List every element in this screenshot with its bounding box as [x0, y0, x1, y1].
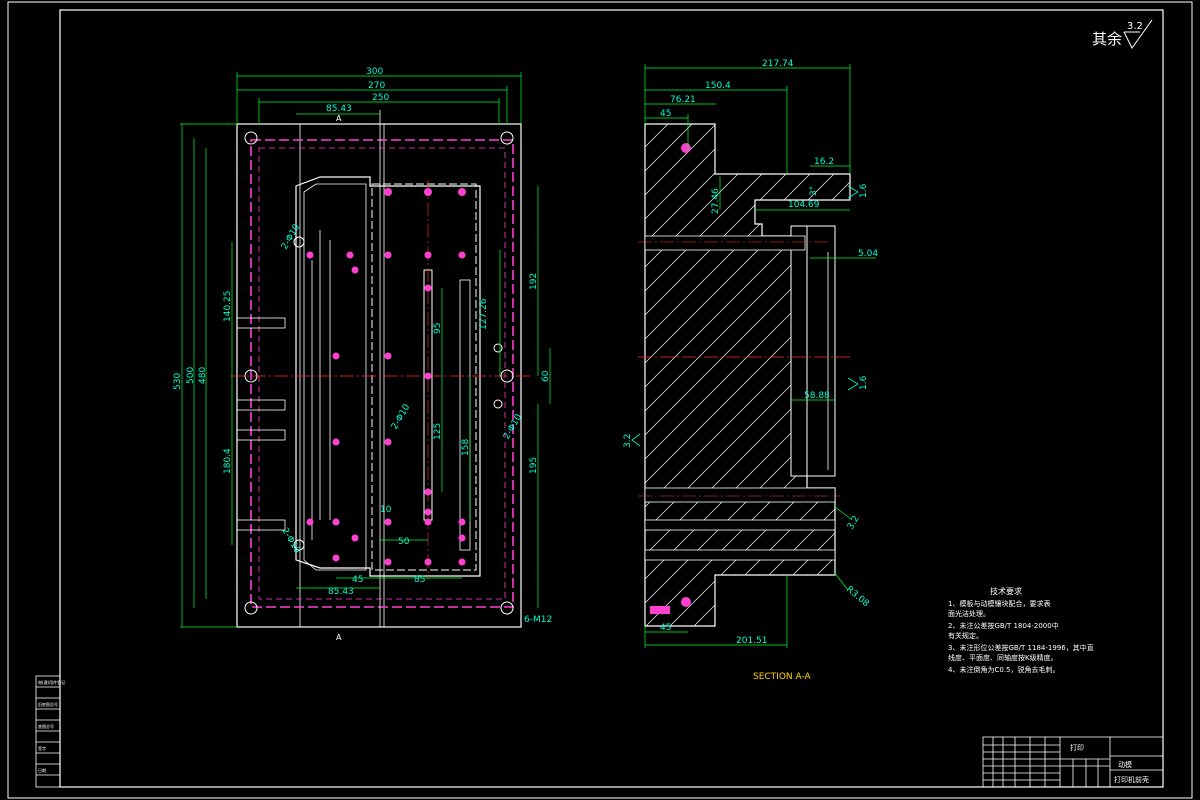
title-part: 动模 [1118, 760, 1132, 769]
title-drawing: 打印机前壳 [1114, 775, 1149, 784]
strip-8: 日期 [38, 767, 46, 773]
section-dim-2: 76.21 [670, 95, 696, 105]
section-mark-bottom: A [336, 633, 342, 642]
strip-6: 签字 [38, 745, 46, 751]
dim-left-3: 140.25 [223, 291, 233, 323]
section-roughness-0: 1.6 [859, 183, 869, 198]
dim-top-2: 250 [372, 93, 389, 103]
section-view: 217.74 150.4 76.21 45 16.2 27.46 104.69 … [623, 59, 878, 682]
tech-note-line-4: 3、未注形位公差按GB/T 1184-1996，其中直 [948, 643, 1094, 652]
dim-left-0: 530 [173, 373, 183, 390]
section-roughness-1: 1.6 [859, 375, 869, 390]
section-dim-10: 45 [660, 623, 671, 633]
dim-inner-0: 95 [433, 323, 443, 334]
callout-0: 2-Φ10 [390, 402, 413, 431]
roughness-symbol: 其余 3.2 [1092, 19, 1153, 49]
tech-notes: 技术要求 1、模板与动模镶块配合，要求表 面光洁处理。 2、未注公差按GB/T … [948, 586, 1094, 674]
strip-4: 底图总号 [38, 723, 54, 729]
section-dim-9: 201.51 [736, 636, 768, 646]
dim-inner-4: 50 [398, 537, 410, 547]
section-title: SECTION A-A [753, 672, 812, 682]
dim-right-3: 127.26 [479, 298, 489, 330]
dim-left-4: 180.4 [223, 448, 233, 474]
tech-notes-title: 技术要求 [990, 586, 1022, 596]
dim-inner-2: 158 [461, 439, 471, 456]
dim-right-1: 60 [541, 370, 551, 382]
plan-view: 300 270 250 85.43 530 500 480 140.25 180… [173, 67, 552, 642]
roughness-label: 其余 [1092, 30, 1122, 48]
title-material: 打印 [1070, 743, 1084, 752]
dim-inner-3: 10 [380, 505, 392, 515]
tech-note-line-1: 面光洁处理。 [948, 609, 990, 618]
tech-note-line-5: 线度、平面度、同轴度按K级精度。 [948, 653, 1058, 662]
outer-frame [7, 1, 1193, 799]
section-dim-8: 58.88 [804, 391, 830, 401]
section-dim-3: 45 [660, 109, 671, 119]
tech-note-line-2: 2、未注公差按GB/T 1804-2000中 [948, 621, 1059, 630]
dim-inner-6: 85 [414, 575, 425, 585]
roughness-value: 3.2 [1127, 21, 1143, 32]
dim-top-3: 85.43 [326, 104, 352, 114]
left-strip [35, 675, 61, 788]
section-dim-13: 3° [809, 186, 819, 196]
dim-right-0: 192 [529, 273, 539, 290]
dim-left-1: 500 [186, 367, 196, 384]
section-mark-top: A [336, 114, 342, 123]
section-dim-12: R3.08 [844, 585, 871, 610]
inner-frame [59, 9, 1164, 788]
callout-4: 6-M12 [524, 615, 552, 625]
callout-3: 2-Φ10 [279, 527, 302, 556]
section-dim-5: 27.46 [711, 188, 721, 214]
section-dim-1: 150.4 [705, 81, 731, 91]
section-dim-4: 16.2 [814, 157, 834, 167]
tech-note-line-0: 1、模板与动模镶块配合，要求表 [948, 599, 1050, 608]
dim-right-2: 195 [529, 457, 539, 474]
tech-note-line-6: 4、未注倒角为C0.5，锐角去毛刺。 [948, 665, 1059, 674]
strip-0: 借(通)用件登记 [38, 679, 65, 685]
title-block [982, 736, 1164, 788]
dim-left-2: 480 [198, 367, 208, 384]
dim-top-1: 270 [368, 81, 385, 91]
dim-inner-5: 45 [352, 575, 363, 585]
section-dim-0: 217.74 [762, 59, 794, 69]
section-roughness-2: 3.2 [623, 434, 633, 448]
tech-note-line-3: 有关规定。 [948, 631, 983, 640]
dim-inner-1: 125 [433, 423, 443, 440]
section-dim-6: 104.69 [788, 200, 820, 210]
dim-top-0: 300 [366, 67, 383, 77]
section-dim-7: 5.04 [858, 249, 878, 259]
dim-inner-7: 85.43 [328, 587, 354, 597]
strip-2: 旧底图总号 [38, 701, 58, 707]
